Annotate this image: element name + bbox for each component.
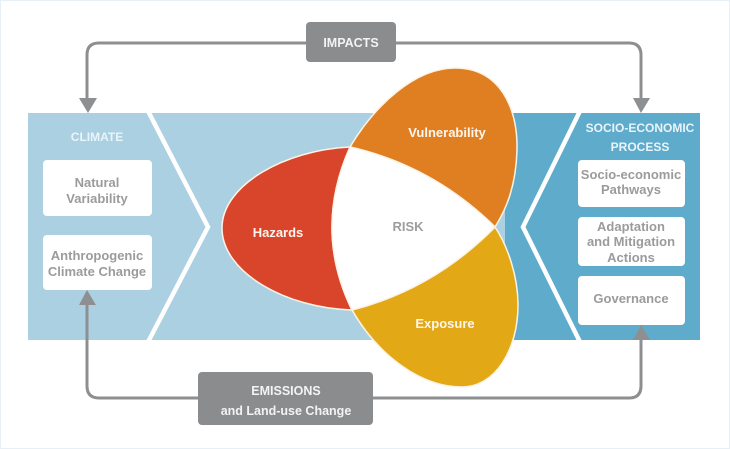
impacts-label: IMPACTS <box>323 36 378 50</box>
box-line: Socio-economic <box>581 167 681 182</box>
box-line: and Mitigation <box>587 234 675 249</box>
emissions-box-background <box>198 372 373 425</box>
impacts-box-background <box>306 22 396 62</box>
box-line: Anthropogenic <box>51 248 143 263</box>
climate-heading: CLIMATE <box>71 130 123 144</box>
box-line: Climate Change <box>48 264 146 279</box>
box-line: Pathways <box>601 182 661 197</box>
socio-box-pathways: Socio-economic Pathways <box>578 160 685 207</box>
box-background <box>578 217 685 266</box>
arrow-down-icon <box>633 98 650 113</box>
box-line: Variability <box>66 191 128 206</box>
emissions-label-line: and Land-use Change <box>221 404 352 418</box>
risk-center <box>331 146 497 311</box>
socio-economic-section: SOCIO-ECONOMIC PROCESS Socio-economic Pa… <box>578 121 695 325</box>
exposure-label: Exposure <box>415 316 474 331</box>
risk-propeller: Hazards Vulnerability Exposure RISK <box>221 67 519 388</box>
arrow-up-icon <box>633 325 650 340</box>
vulnerability-label: Vulnerability <box>408 125 486 140</box>
right-chevron <box>520 110 583 343</box>
socio-economic-heading-line: SOCIO-ECONOMIC <box>586 121 695 135</box>
box-line: Natural <box>75 175 120 190</box>
arrow-down-icon <box>79 98 97 113</box>
climate-box-natural-variability: Natural Variability <box>43 160 152 216</box>
arrow-up-icon <box>79 290 96 305</box>
impacts-to-socio-arrow-line <box>396 41 643 99</box>
climate-box-anthropogenic-climate-change: Anthropogenic Climate Change <box>43 235 152 290</box>
emissions-label-line: EMISSIONS <box>251 384 320 398</box>
climate-section: CLIMATE Natural Variability Anthropogeni… <box>43 130 152 290</box>
emissions-to-socio-arrow-line <box>373 339 643 400</box>
hazards-label: Hazards <box>253 225 304 240</box>
box-background <box>578 276 685 325</box>
box-background <box>43 160 152 216</box>
emissions-label-box: EMISSIONS and Land-use Change <box>198 372 373 425</box>
impacts-label-box: IMPACTS <box>306 22 396 62</box>
box-background <box>43 235 152 290</box>
emissions-to-climate-arrow-line <box>85 304 198 400</box>
impacts-to-climate-arrow-line <box>85 41 306 99</box>
socio-box-governance: Governance <box>578 276 685 325</box>
box-line: Governance <box>593 291 668 306</box>
risk-label: RISK <box>392 219 424 234</box>
flow-arrows <box>79 41 650 400</box>
socio-economic-heading-line: PROCESS <box>611 140 670 154</box>
box-line: Adaptation <box>597 219 665 234</box>
left-chevron <box>146 109 211 344</box>
box-line: Actions <box>607 250 655 265</box>
socio-box-adaptation-mitigation: Adaptation and Mitigation Actions <box>578 217 685 266</box>
box-background <box>578 160 685 207</box>
